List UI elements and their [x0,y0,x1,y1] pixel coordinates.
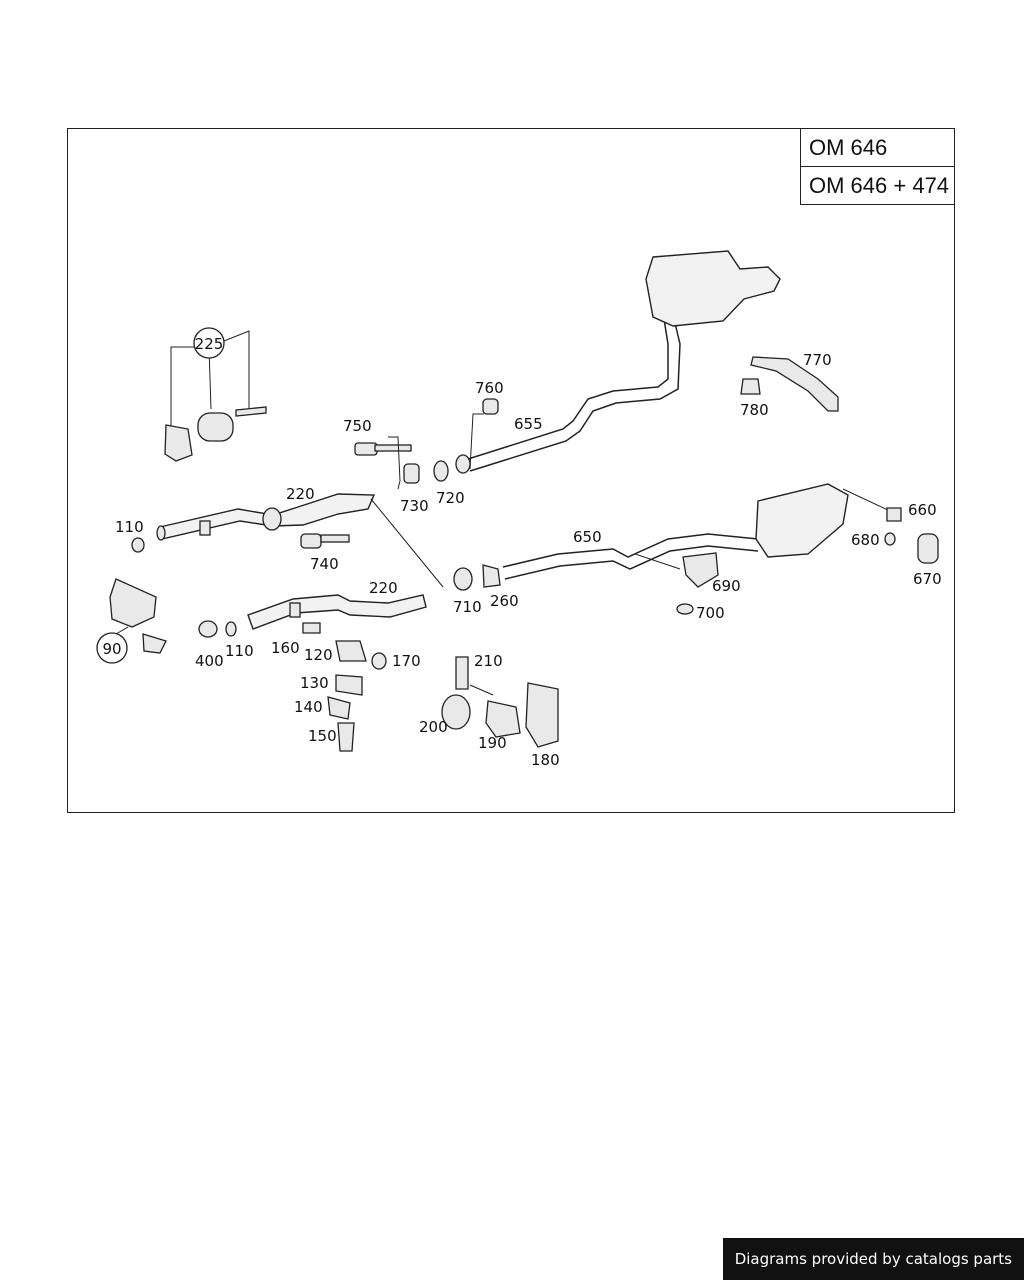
bolt-part-210 [455,656,469,690]
callout-ring-90 [96,632,128,664]
clip-part-90 [142,633,167,654]
callout-700: 700 [696,604,725,622]
pipe-655 [467,318,669,460]
clamp-part [199,520,211,536]
bolt-shank-part-750 [374,444,412,452]
nut-part-760 [482,398,499,415]
rubber-hanger-part-670 [917,533,939,564]
callout-190: 190 [478,734,507,752]
callout-220-lower: 220 [369,579,398,597]
callout-650: 650 [573,528,602,546]
callout-180: 180 [531,751,560,769]
callout-660: 660 [908,501,937,519]
gasket-part-110-lower [225,621,237,637]
callout-110-lower: 110 [225,642,254,660]
callout-225: 225 [195,335,224,353]
bracket-part-690 [682,552,719,588]
callout-780: 780 [740,401,769,419]
pipe-655-edge [469,318,681,472]
bolt-part-150 [337,722,355,752]
callout-90: 90 [102,640,121,658]
clamp-part-655 [455,454,471,474]
engine-variant-om646-474: OM 646 + 474 [800,166,955,205]
pipe-650-edge [504,545,759,580]
bolt-part-740 [300,533,322,549]
callout-140: 140 [294,698,323,716]
sensor-part-200 [441,694,471,730]
rubber-mount-part [197,412,234,442]
leader-750 [388,436,401,490]
gasket-part-110 [131,537,145,553]
bolt-shank-part-740 [320,534,350,543]
leader-660 [842,488,891,512]
exhaust-parts-diagram: 225 90 110 220 750 730 720 760 655 770 7… [67,128,955,813]
clamp-part-400 [198,620,218,638]
clamp-part-260 [482,564,501,588]
sensor-part-190 [485,700,521,738]
clamp-part-140 [327,696,351,720]
bracket-part-770 [750,356,839,412]
flex-joint-part [262,507,282,531]
callout-120: 120 [304,646,333,664]
pipe-650 [502,533,759,568]
leader-90 [115,626,129,635]
clamp-part-130 [335,674,363,696]
engine-variant-om646: OM 646 [800,128,955,167]
ring-part-730 [403,463,420,484]
clamp-part-lower [289,602,301,618]
callout-655: 655 [514,415,543,433]
callout-400: 400 [195,652,224,670]
nut-part-170 [371,652,387,670]
bracket-part-180 [525,682,559,748]
rear-muffler-lower [755,483,849,558]
callout-770: 770 [803,351,832,369]
leader-220-lower [370,498,444,588]
gasket-part-720 [433,460,449,482]
callout-220: 220 [286,485,315,503]
callout-750: 750 [343,417,372,435]
callout-720: 720 [436,489,465,507]
callout-200: 200 [419,718,448,736]
engine-variant-legend: OM 646 OM 646 + 474 [800,128,955,205]
rear-muffler-upper [645,250,781,327]
callout-150: 150 [308,727,337,745]
callout-740: 740 [310,555,339,573]
leader-690 [634,553,681,570]
nut-part-780 [740,378,761,395]
callout-260: 260 [490,592,519,610]
bolt-part-750 [354,442,378,456]
callout-110: 110 [115,518,144,536]
callout-760: 760 [475,379,504,397]
pipe-end-part [156,525,166,541]
gasket-part-710 [453,567,473,591]
callout-690: 690 [712,577,741,595]
nut-part-680 [884,532,896,546]
hanger-part-660 [886,507,902,522]
bracket-part-120 [335,640,367,662]
callout-210: 210 [474,652,503,670]
nut-part-700 [676,603,694,615]
bolt-part [235,406,267,417]
front-pipe-220-lower [247,594,427,630]
footer-credit: Diagrams provided by catalogs parts [722,1238,1024,1280]
diagram-drawing: 225 90 110 220 750 730 720 760 655 770 7… [96,250,942,769]
leader-210 [469,684,494,696]
callout-730: 730 [400,497,429,515]
heat-shield-part-90 [109,578,157,628]
callout-130: 130 [300,674,329,692]
clip-part-160 [302,622,321,634]
leader-760 [469,413,484,470]
callout-710: 710 [453,598,482,616]
callout-ring-225 [193,327,225,359]
callout-680: 680 [851,531,880,549]
callout-160: 160 [271,639,300,657]
callout-170: 170 [392,652,421,670]
callout-670: 670 [913,570,942,588]
bracket-part [164,424,193,462]
